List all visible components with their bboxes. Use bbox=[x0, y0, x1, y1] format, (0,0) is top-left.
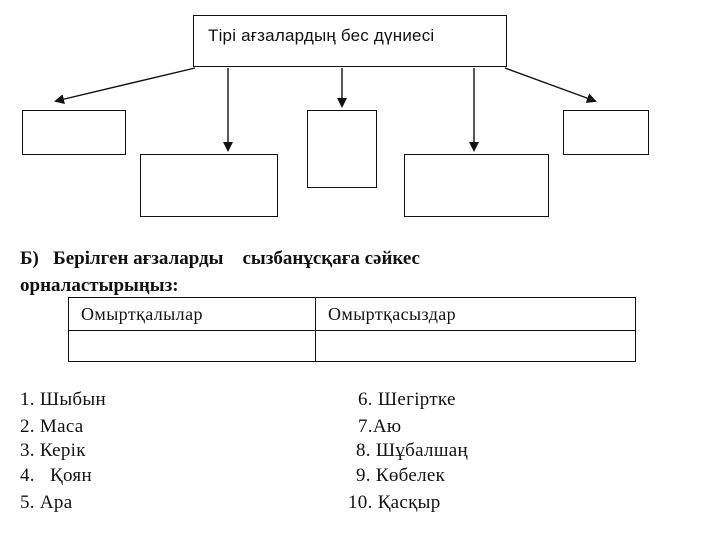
table-answer-row bbox=[68, 330, 636, 362]
kingdom-box-4 bbox=[404, 154, 549, 217]
list-item: 5. Ара bbox=[20, 492, 73, 513]
kingdom-box-2 bbox=[140, 154, 278, 217]
kingdom-box-5 bbox=[563, 110, 649, 155]
list-item: 4. Қоян bbox=[20, 465, 92, 486]
arrow-to-box-1 bbox=[54, 67, 196, 105]
list-item: 9. Көбелек bbox=[356, 465, 446, 486]
arrow-to-box-5 bbox=[504, 67, 597, 103]
answer-cell-vertebrates bbox=[68, 330, 316, 362]
kingdom-box-1 bbox=[22, 110, 126, 155]
answer-cell-invertebrates bbox=[315, 330, 636, 362]
table-header-row: Омыртқалылар Омыртқасыздар bbox=[68, 297, 636, 331]
header-vertebrates: Омыртқалылар bbox=[68, 297, 316, 331]
list-item: 8. Шұбалшаң bbox=[356, 440, 468, 461]
list-item: 1. Шыбын bbox=[20, 389, 106, 410]
header-invertebrates: Омыртқасыздар bbox=[315, 297, 636, 331]
diagram-title-box: Тірі ағзалардың бес дүниесі bbox=[193, 15, 507, 67]
list-item: 7.Аю bbox=[358, 416, 402, 437]
list-item: 6. Шегіртке bbox=[358, 389, 456, 410]
list-item: 3. Керік bbox=[20, 440, 86, 461]
classification-table: Омыртқалылар Омыртқасыздар bbox=[68, 297, 636, 362]
task-heading-line-1: Б) Берілген ағзаларды сызбанұсқаға сәйке… bbox=[20, 248, 420, 269]
task-heading-line-2: орналастырыңыз: bbox=[20, 275, 179, 296]
list-item: 2. Маса bbox=[20, 416, 84, 437]
kingdom-box-3 bbox=[307, 110, 377, 188]
diagram-title: Тірі ағзалардың бес дүниесі bbox=[208, 26, 435, 45]
list-item: 10. Қасқыр bbox=[348, 492, 441, 513]
